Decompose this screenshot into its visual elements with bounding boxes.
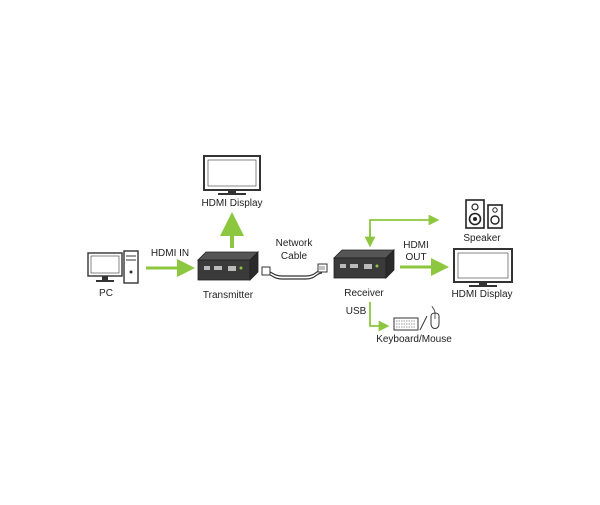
keyboard-icon xyxy=(393,317,419,331)
speaker-icon xyxy=(465,199,503,229)
hdmi-out-label-line2: OUT xyxy=(405,252,426,263)
transmitter-label: Transmitter xyxy=(203,290,254,301)
keyboard-mouse-label: Keyboard/Mouse xyxy=(376,334,452,345)
right-hdmi-display-label: HDMI Display xyxy=(451,289,512,300)
hdmi-out-label-line1: HDMI xyxy=(403,240,429,251)
usb-label: USB xyxy=(346,306,367,317)
right-display-icon xyxy=(453,248,513,287)
receiver-icon xyxy=(333,249,395,279)
mouse-icon xyxy=(430,305,440,329)
network-cable-label-line2: Cable xyxy=(281,251,308,262)
receiver-label: Receiver xyxy=(344,288,384,299)
top-hdmi-display-label: HDMI Display xyxy=(201,198,262,209)
transmitter-icon xyxy=(197,251,259,281)
pc-icon xyxy=(87,250,139,284)
hdmi-in-label: HDMI IN xyxy=(151,248,189,259)
speaker-label: Speaker xyxy=(463,233,501,244)
top-display-icon xyxy=(203,155,261,195)
usb-arrow xyxy=(369,302,390,332)
network-cable-label-line1: Network xyxy=(276,238,314,249)
pc-label: PC xyxy=(99,288,113,299)
keyboard-mouse-divider xyxy=(419,315,428,331)
network-cable-icon xyxy=(261,263,328,280)
